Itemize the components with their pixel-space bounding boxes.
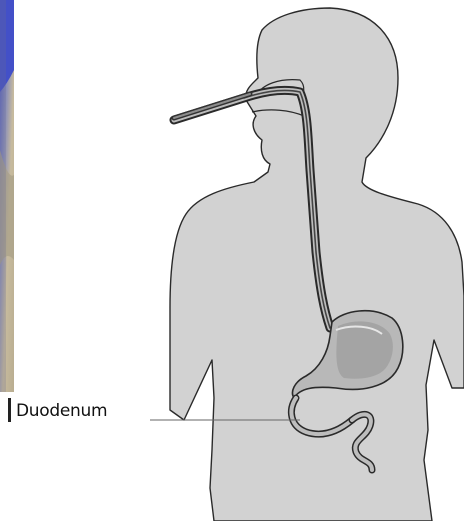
left-edge-bar (8, 398, 11, 422)
duodenum-label: Duodenum (16, 400, 107, 422)
photo-strip (0, 0, 14, 392)
